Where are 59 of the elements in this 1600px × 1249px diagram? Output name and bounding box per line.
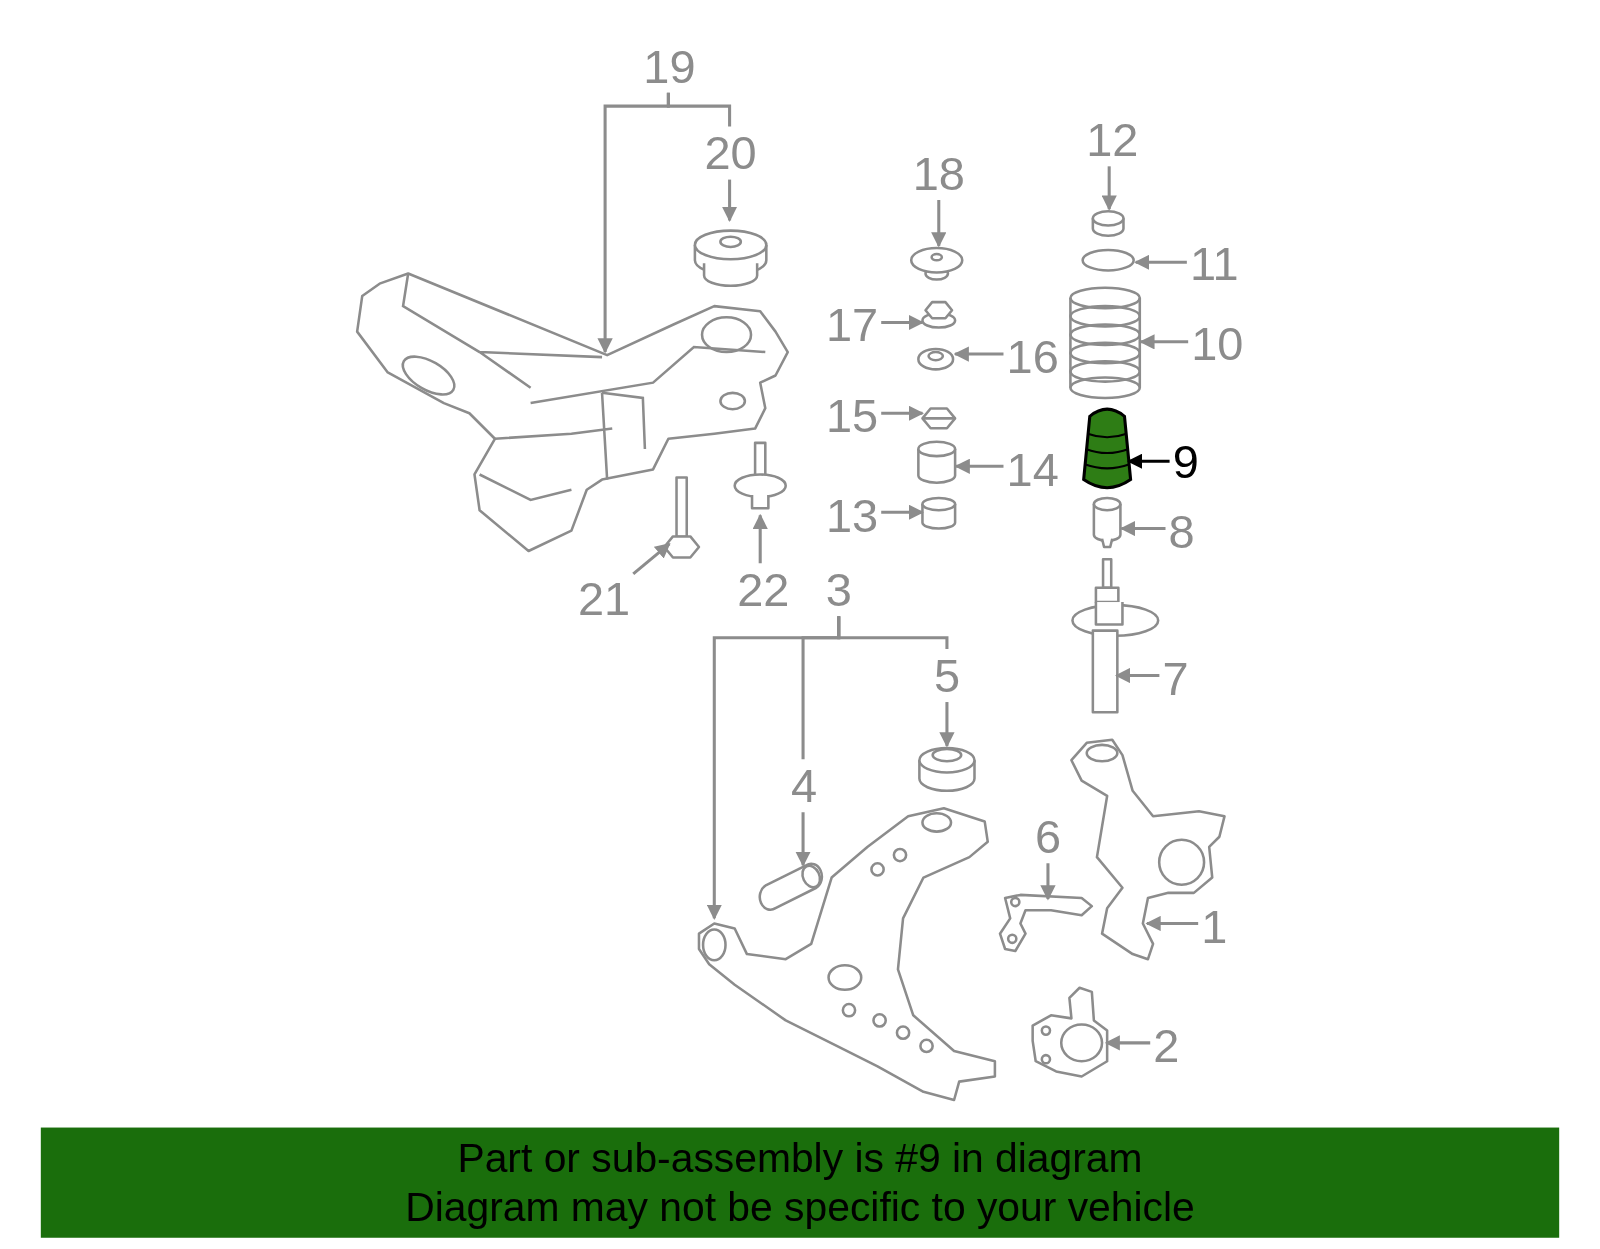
bushing-drawing	[691, 226, 770, 290]
callout-number: 1	[1201, 903, 1228, 950]
pin-drawing	[761, 861, 821, 911]
notice-banner	[40, 1127, 1560, 1238]
leader-line	[954, 458, 1004, 474]
leader-line	[666, 92, 732, 127]
leader-line	[881, 314, 924, 331]
leader-line	[1119, 520, 1166, 537]
callout-number: 21	[577, 575, 631, 623]
callout-number: 15	[825, 391, 879, 439]
bushing-drawing	[1089, 209, 1127, 237]
ball-joint-drawing	[1030, 984, 1111, 1079]
callout-number: 17	[825, 301, 879, 348]
leader-line	[1139, 334, 1189, 350]
notice-text: Part or sub-assembly is #9 in diagram	[457, 1134, 1143, 1183]
callout-number: 14	[1006, 445, 1059, 493]
leader-line	[1145, 915, 1199, 932]
leader-line	[837, 616, 949, 649]
callout-number: 5	[933, 652, 960, 699]
callout-number: 8	[1168, 508, 1195, 556]
notice-text: Diagram may not be specific to your vehicle	[405, 1183, 1195, 1232]
bump-stop-boot-drawing	[1081, 406, 1133, 492]
leader-line	[931, 200, 947, 248]
leader-line	[1114, 667, 1160, 684]
callout-number: 16	[1006, 333, 1059, 381]
leader-line	[632, 542, 671, 576]
callout-number: 2	[1153, 1022, 1180, 1070]
ring-drawing	[1079, 247, 1137, 273]
bushing-drawing	[920, 496, 958, 532]
leader-line	[721, 179, 738, 222]
leader-line	[1040, 863, 1056, 901]
leader-line	[1134, 254, 1187, 270]
washer-drawing	[908, 244, 966, 282]
control-arm-drawing	[695, 804, 998, 1104]
callout-number: 6	[1034, 813, 1061, 861]
leader-line	[1127, 453, 1170, 469]
bolt-drawing	[665, 475, 700, 562]
bump-stop-drawing	[1091, 496, 1123, 550]
callout-number: 19	[643, 42, 696, 90]
callout-number: 11	[1189, 239, 1239, 287]
callout-number: 22	[737, 566, 790, 614]
leader-line	[953, 346, 1004, 362]
callout-number: 4	[791, 762, 818, 810]
leader-line	[1104, 1035, 1151, 1051]
leader-line	[881, 504, 924, 520]
bushing-drawing	[916, 440, 958, 484]
leader-line	[939, 702, 955, 748]
leader-line	[752, 513, 768, 564]
leader-line	[795, 812, 811, 867]
callout-number: 12	[1086, 116, 1139, 164]
callout-number: 7	[1162, 655, 1189, 703]
callout-number: 20	[704, 129, 757, 177]
callout-number: 9	[1172, 437, 1199, 485]
leader-line	[1101, 166, 1117, 211]
callout-number: 3	[825, 566, 852, 614]
callout-number: 13	[825, 491, 879, 539]
leader-line	[881, 405, 924, 421]
callout-number: 10	[1191, 320, 1244, 368]
callout-number: 18	[912, 150, 965, 197]
